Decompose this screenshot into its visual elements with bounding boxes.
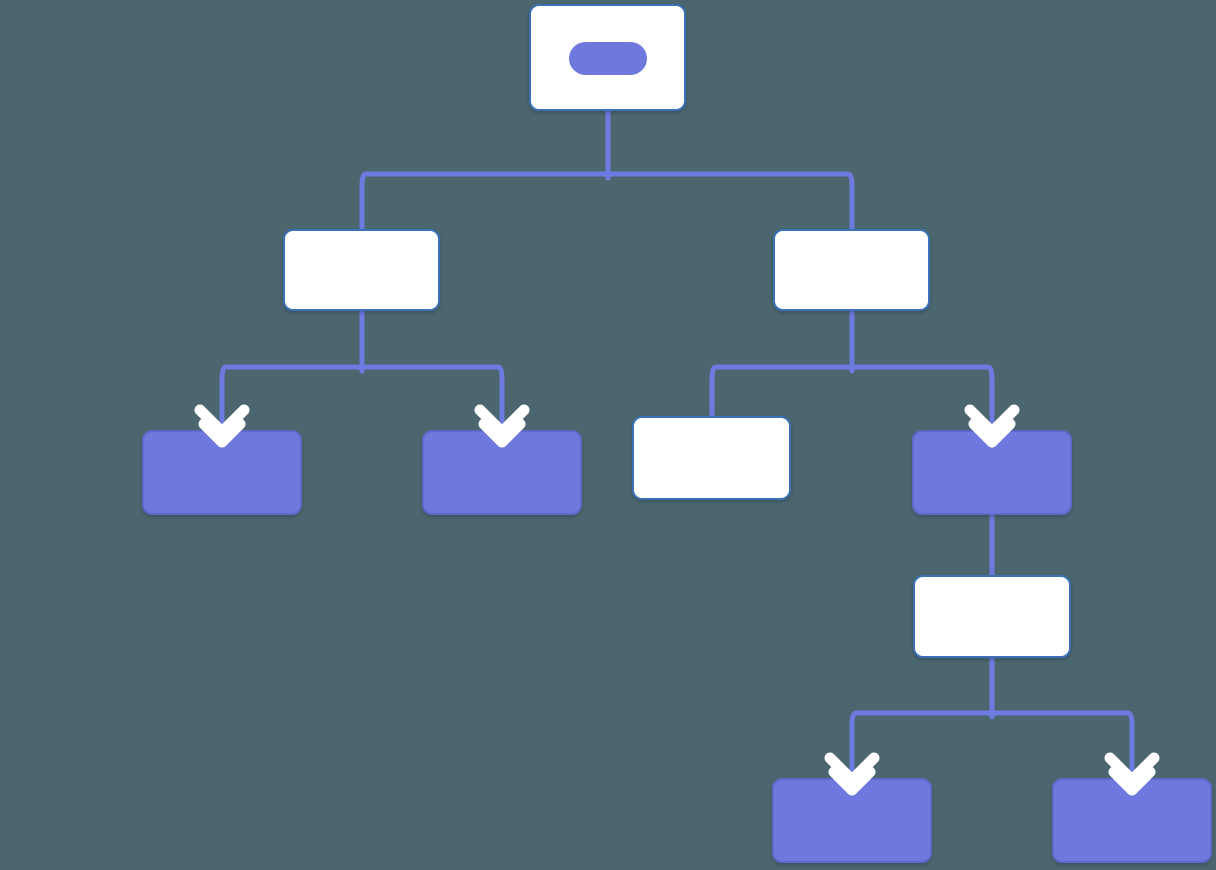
edge-n8-to-n10 [989, 616, 1135, 796]
double-chevron-down-icon[interactable] [824, 752, 880, 796]
edge-n1-to-n3 [605, 58, 855, 311]
double-chevron-down-icon[interactable] [194, 404, 250, 448]
edge-n2-to-n5 [359, 262, 505, 448]
tree-node-n2[interactable] [283, 229, 440, 311]
tree-node-n1[interactable] [529, 4, 686, 111]
edge-n3-to-n7 [849, 262, 995, 448]
tree-node-n8[interactable] [913, 575, 1071, 658]
root-node-pill [569, 42, 647, 75]
tree-node-n6[interactable] [632, 416, 791, 500]
double-chevron-down-icon[interactable] [964, 404, 1020, 448]
tree-node-n3[interactable] [773, 229, 930, 311]
double-chevron-down-icon[interactable] [474, 404, 530, 448]
double-chevron-down-icon[interactable] [1104, 752, 1160, 796]
